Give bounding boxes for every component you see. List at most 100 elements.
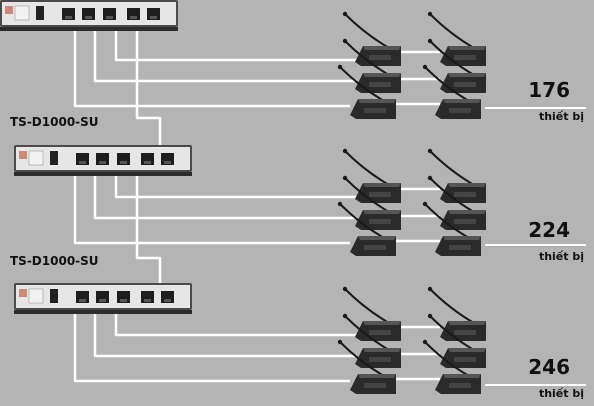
group-unit-text-1: thiết bị — [538, 110, 584, 123]
delegate-unit-b1-c2-r1 — [427, 11, 486, 66]
microphone-head-icon — [337, 339, 343, 345]
cable-chain-2-3 — [135, 161, 162, 290]
group-count-2: 224 — [528, 218, 570, 242]
cable-box2-row2 — [93, 161, 357, 220]
delegate-speaker-grille — [364, 383, 386, 388]
delegate-speaker-grille — [369, 82, 391, 87]
delegate-top-edge — [443, 374, 481, 378]
delegate-top-edge — [448, 348, 486, 352]
label-plate — [28, 150, 44, 166]
delegate-speaker-grille — [369, 357, 391, 362]
delegate-speaker-grille — [449, 245, 471, 250]
rj45-port-latch — [85, 16, 92, 19]
splitter-box-layer — [0, 0, 192, 314]
rj45-port-latch — [99, 161, 106, 164]
rj45-port-latch — [120, 161, 127, 164]
delegate-speaker-grille — [364, 245, 386, 250]
microphone-head-icon — [342, 313, 348, 319]
delegate-top-edge — [448, 73, 486, 77]
microphone-gooseneck — [429, 177, 475, 213]
group-unit-text-2: thiết bị — [538, 250, 584, 263]
cable-box1-row2 — [93, 24, 357, 83]
microphone-head-icon — [422, 201, 428, 207]
microphone-gooseneck — [424, 341, 470, 377]
delegate-top-edge — [363, 321, 401, 325]
rj45-port-latch — [164, 161, 171, 164]
cable-box3-row2 — [93, 299, 357, 358]
delegate-unit-b2-c1-r3 — [337, 201, 396, 256]
cable-box3-row3 — [73, 299, 350, 383]
delegate-speaker-grille — [369, 55, 391, 60]
rj45-port-latch — [79, 299, 86, 302]
delegate-unit-b2-c2-r2 — [427, 175, 486, 230]
delegate-top-edge — [358, 374, 396, 378]
microphone-head-icon — [427, 38, 433, 44]
microphone-gooseneck — [344, 177, 390, 213]
delegate-speaker-grille — [364, 108, 386, 113]
microphone-head-icon — [422, 64, 428, 70]
microphone-head-icon — [342, 286, 348, 292]
microphone-gooseneck — [339, 203, 385, 239]
label-plate — [14, 5, 30, 21]
microphone-gooseneck — [424, 66, 470, 102]
microphone-gooseneck — [344, 40, 390, 76]
delegate-top-edge — [363, 73, 401, 77]
delegate-top-edge — [363, 348, 401, 352]
microphone-gooseneck — [339, 341, 385, 377]
delegate-unit-b2-c2-r3 — [422, 201, 481, 256]
microphone-head-icon — [342, 175, 348, 181]
delegate-unit-b2-c2-r1 — [427, 148, 486, 203]
delegate-unit-b1-c1-r3 — [337, 64, 396, 119]
microphone-head-icon — [427, 175, 433, 181]
delegate-top-edge — [443, 99, 481, 103]
microphone-gooseneck — [344, 13, 390, 49]
group-unit-text-3: thiết bị — [538, 387, 584, 400]
microphone-head-icon — [427, 313, 433, 319]
delegate-unit-b3-c1-r3 — [337, 339, 396, 394]
delegate-unit-b1-c1-r1 — [342, 11, 401, 66]
delegate-speaker-grille — [454, 219, 476, 224]
delegate-speaker-grille — [369, 192, 391, 197]
microphone-head-icon — [342, 11, 348, 17]
delegate-top-edge — [363, 46, 401, 50]
microphone-head-icon — [337, 201, 343, 207]
microphone-head-icon — [342, 38, 348, 44]
divider-layer — [485, 107, 586, 386]
delegate-speaker-grille — [369, 330, 391, 335]
delegate-unit-b2-c1-r1 — [342, 148, 401, 203]
rj45-port-latch — [150, 16, 157, 19]
rj45-port-latch — [65, 16, 72, 19]
splitter-box-3 — [14, 283, 192, 314]
power-jack-icon — [36, 6, 44, 20]
rj45-port-latch — [144, 161, 151, 164]
rj45-port-latch — [120, 299, 127, 302]
delegate-unit-b1-c2-r2 — [427, 38, 486, 93]
group-count-3: 246 — [528, 355, 570, 379]
microphone-gooseneck — [339, 66, 385, 102]
delegate-top-edge — [358, 236, 396, 240]
delegate-top-edge — [443, 236, 481, 240]
box-base — [14, 172, 192, 176]
group-count-1: 176 — [528, 78, 570, 102]
delegate-top-edge — [448, 210, 486, 214]
cable-chain-1-2 — [135, 24, 162, 153]
delegate-speaker-grille — [454, 55, 476, 60]
delegate-top-edge — [363, 210, 401, 214]
cable-box1-row3 — [73, 24, 350, 108]
delegate-unit-layer — [337, 11, 486, 394]
cable-box1-row1 — [114, 24, 360, 62]
delegate-unit-b3-c2-r3 — [422, 339, 481, 394]
delegate-speaker-grille — [454, 192, 476, 197]
rj45-port-latch — [106, 16, 113, 19]
box-base — [0, 27, 178, 31]
microphone-gooseneck — [429, 315, 475, 351]
microphone-gooseneck — [429, 288, 475, 324]
splitter-label-2: TS-D1000-SU — [10, 115, 99, 129]
delegate-top-edge — [363, 183, 401, 187]
microphone-head-icon — [337, 64, 343, 70]
microphone-gooseneck — [344, 150, 390, 186]
rj45-port-latch — [130, 16, 137, 19]
rj45-port-latch — [144, 299, 151, 302]
